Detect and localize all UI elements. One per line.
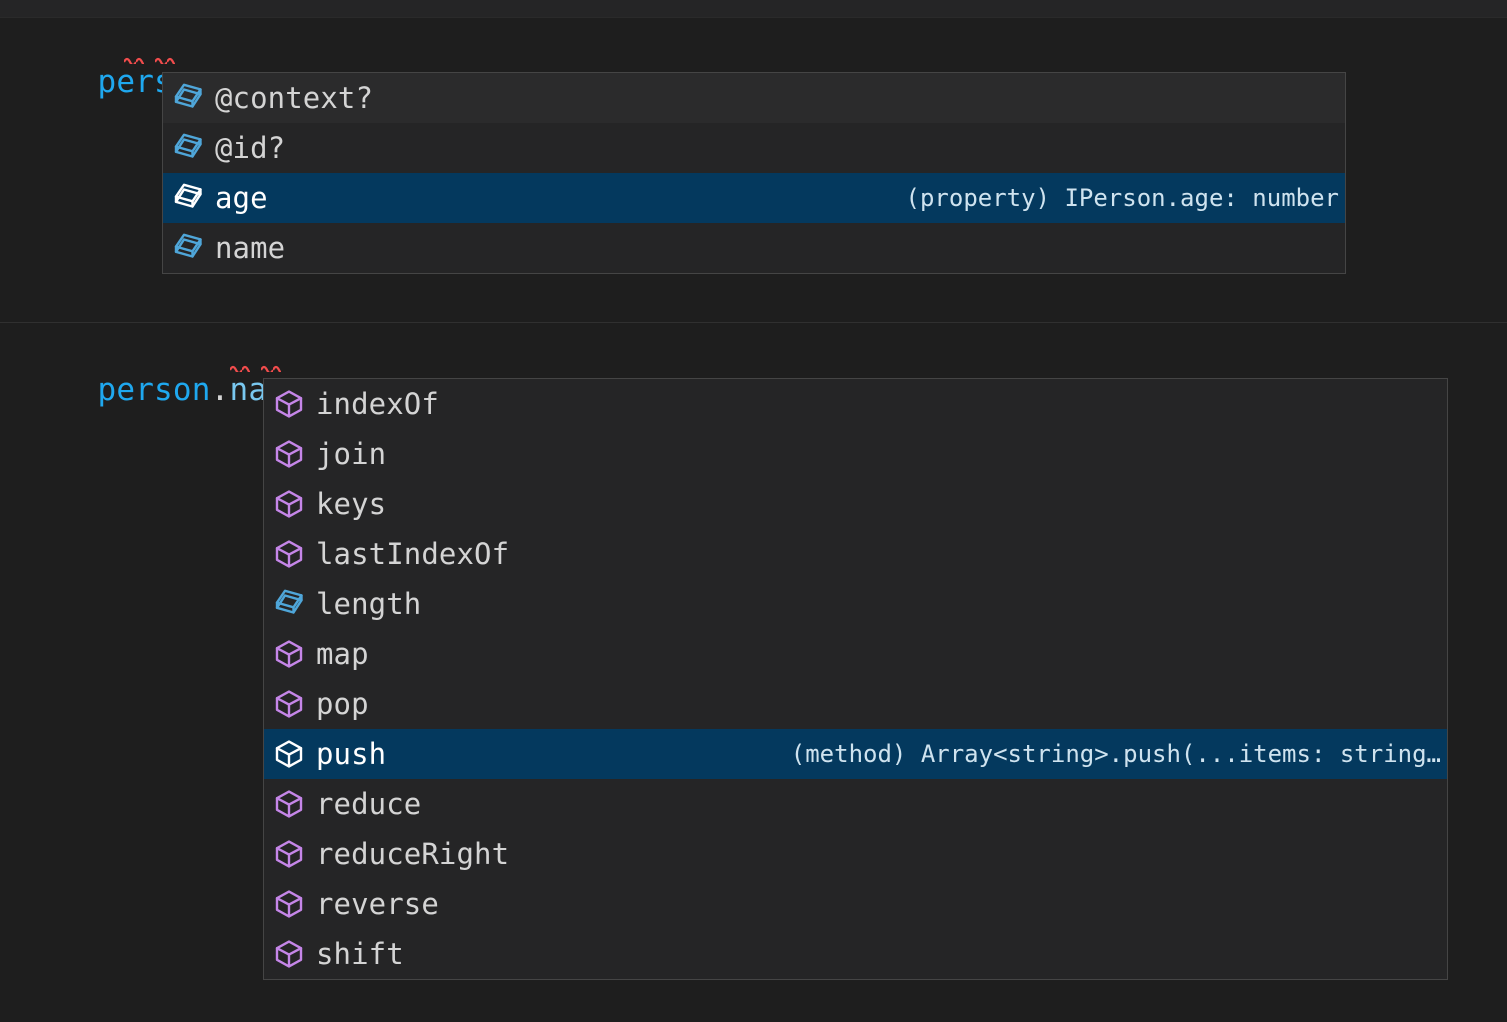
method-cube-icon [272, 937, 306, 971]
error-squiggle-semicolon-1 [155, 56, 175, 64]
suggest-item-label: length [316, 587, 422, 621]
suggest-item-label: @context? [215, 81, 374, 115]
suggest-item-map[interactable]: map [264, 629, 1447, 679]
suggest-item-detail: (property) IPerson.age: number [905, 184, 1339, 212]
suggest-item-indexof[interactable]: indexOf [264, 379, 1447, 429]
method-cube-icon [272, 437, 306, 471]
property-cube-icon [171, 181, 205, 215]
method-cube-icon [272, 487, 306, 521]
method-cube-icon [272, 887, 306, 921]
suggest-item-label: reduceRight [316, 837, 510, 871]
suggest-item-label: map [316, 637, 369, 671]
method-cube-icon [272, 837, 306, 871]
suggest-item-join[interactable]: join [264, 429, 1447, 479]
suggest-item-label: shift [316, 937, 404, 971]
property-cube-icon [171, 81, 205, 115]
method-cube-icon [272, 387, 306, 421]
suggest-item-label: reduce [316, 787, 422, 821]
suggest-item-label: reverse [316, 887, 439, 921]
suggest-item-context[interactable]: @context? [163, 73, 1345, 123]
method-cube-icon [272, 687, 306, 721]
suggest-item-age[interactable]: age (property) IPerson.age: number [163, 173, 1345, 223]
suggest-item-pop[interactable]: pop [264, 679, 1447, 729]
property-cube-icon [171, 231, 205, 265]
method-cube-icon [272, 737, 306, 771]
error-squiggle-dot-2 [230, 364, 250, 372]
error-squiggle-semicolon-2 [261, 364, 281, 372]
suggest-item-label: pop [316, 687, 369, 721]
code-identifier-person-2: person [97, 372, 211, 408]
suggest-widget-name[interactable]: indexOf join keys lastIndexOf length map pop pu… [263, 378, 1448, 980]
suggest-item-label: join [316, 437, 387, 471]
suggest-item-label: age [215, 181, 268, 215]
property-cube-icon [171, 131, 205, 165]
suggest-item-detail: (method) Array<string>.push(...items: st… [790, 740, 1441, 768]
editor-divider [0, 322, 1507, 323]
code-dot-2a: . [210, 372, 230, 408]
editor-top-strip [0, 0, 1507, 18]
method-cube-icon [272, 637, 306, 671]
suggest-item-length[interactable]: length [264, 579, 1447, 629]
suggest-widget-person[interactable]: @context? @id? age (property) IPerson.age: … [162, 72, 1346, 274]
method-cube-icon [272, 787, 306, 821]
property-cube-icon [272, 587, 306, 621]
suggest-item-push[interactable]: push (method) Array<string>.push(...items… [264, 729, 1447, 779]
suggest-item-label: @id? [215, 131, 286, 165]
suggest-item-label: lastIndexOf [316, 537, 510, 571]
suggest-item-label: name [215, 231, 286, 265]
suggest-item-keys[interactable]: keys [264, 479, 1447, 529]
method-cube-icon [272, 537, 306, 571]
error-squiggle-dot-1 [124, 56, 144, 64]
suggest-item-lastindexof[interactable]: lastIndexOf [264, 529, 1447, 579]
suggest-item-shift[interactable]: shift [264, 929, 1447, 979]
suggest-item-label: keys [316, 487, 387, 521]
suggest-item-name[interactable]: name [163, 223, 1345, 273]
suggest-item-label: indexOf [316, 387, 439, 421]
suggest-item-reverse[interactable]: reverse [264, 879, 1447, 929]
suggest-item-label: push [316, 737, 387, 771]
suggest-item-id[interactable]: @id? [163, 123, 1345, 173]
suggest-item-reduceright[interactable]: reduceRight [264, 829, 1447, 879]
suggest-item-reduce[interactable]: reduce [264, 779, 1447, 829]
